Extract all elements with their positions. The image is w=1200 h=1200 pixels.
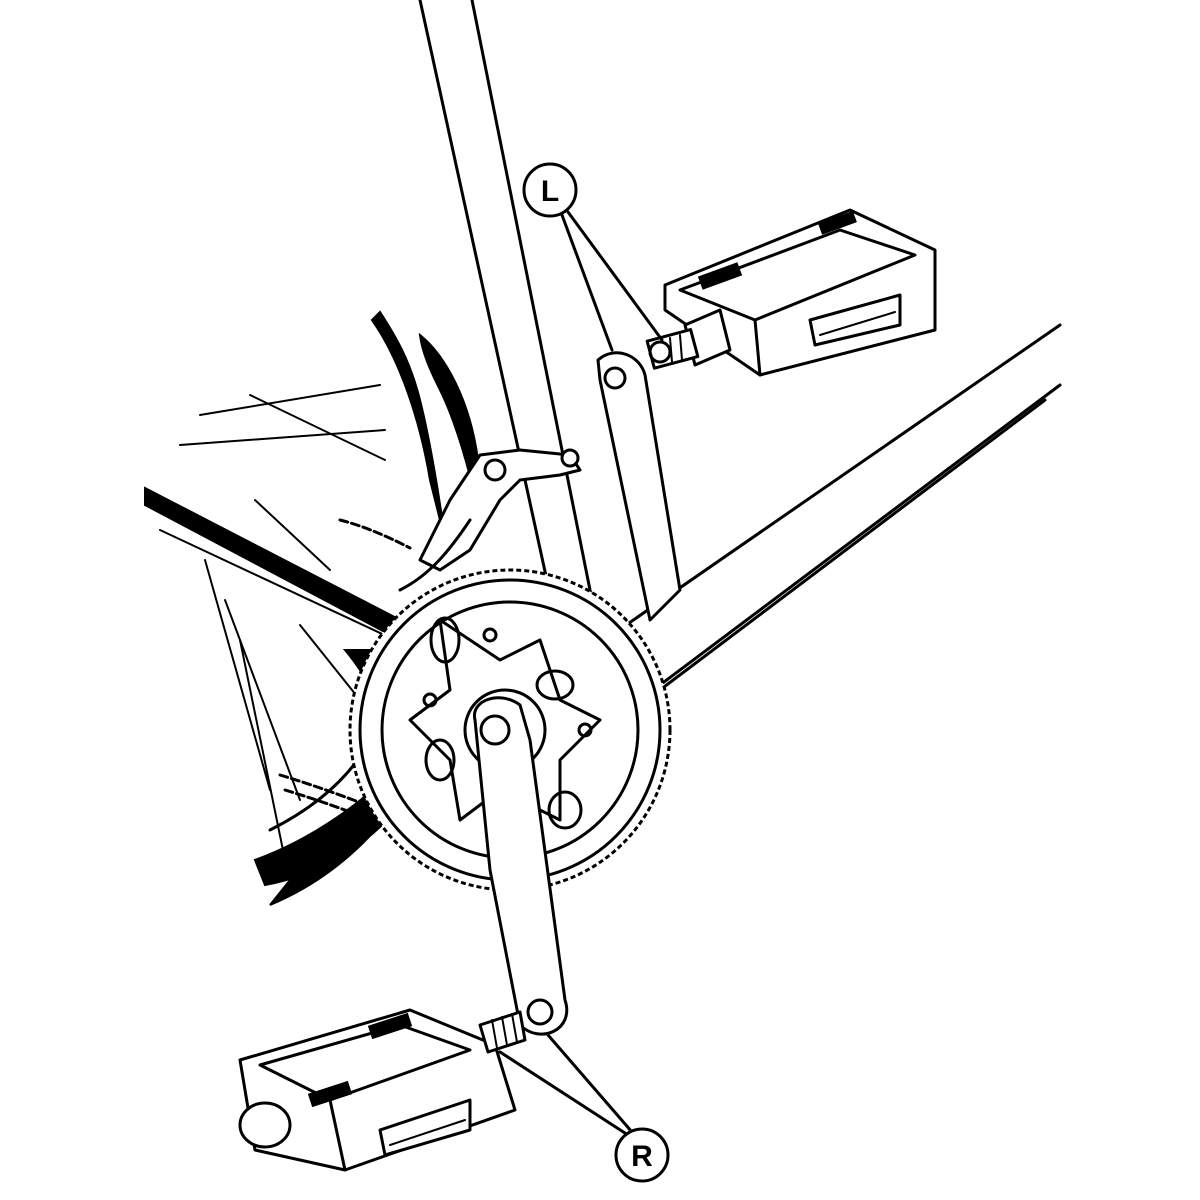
chain-stay-edge xyxy=(159,529,396,641)
right-crank-arm xyxy=(473,696,569,1036)
left-crank-arm xyxy=(596,351,682,622)
left-pedal xyxy=(645,208,937,377)
callout-left-circle xyxy=(522,162,578,218)
tyre-upper xyxy=(370,310,446,541)
bicycle-frame xyxy=(144,0,1062,717)
callout-right: R xyxy=(498,1033,670,1183)
right-pedal-spindle xyxy=(478,1010,527,1054)
callout-left: L xyxy=(522,162,664,352)
callout-right-circle xyxy=(614,1127,670,1183)
seat-tube-left xyxy=(418,0,562,642)
callout-left-label: L xyxy=(541,175,559,208)
callout-right-label: R xyxy=(631,1140,653,1173)
chain-stay xyxy=(144,486,412,642)
wheel-spokes xyxy=(179,384,386,861)
seat-tube-right xyxy=(470,0,602,642)
down-tube-inner xyxy=(638,398,1047,707)
down-tube-lower xyxy=(618,383,1062,717)
front-derailleur xyxy=(398,448,582,592)
right-pedal xyxy=(238,1008,527,1172)
